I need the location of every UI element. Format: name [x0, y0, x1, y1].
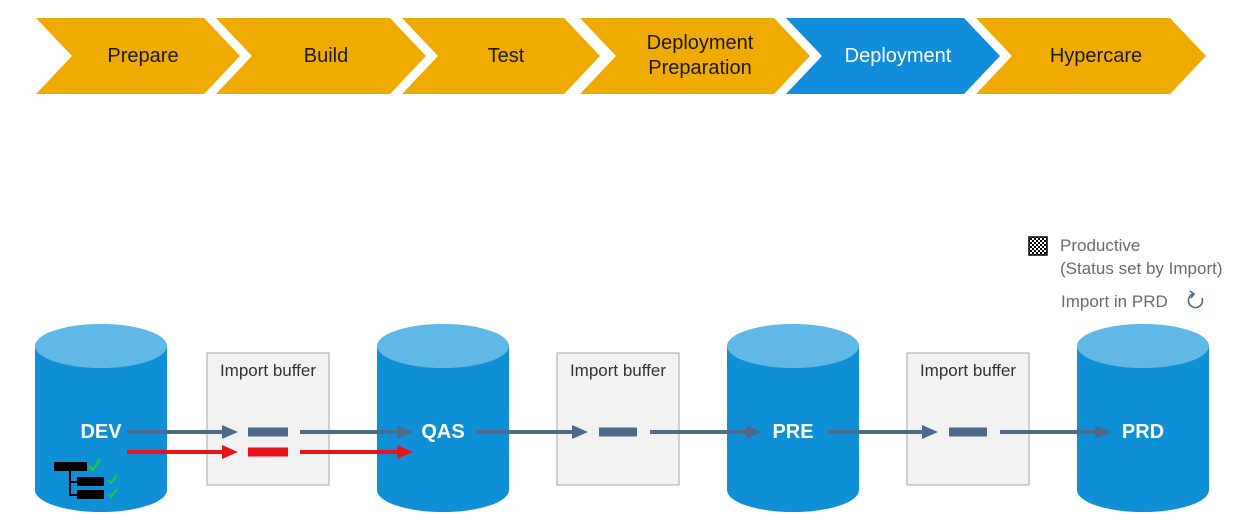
database-body	[377, 346, 509, 512]
refresh-icon	[1187, 290, 1204, 309]
legend-status-line1: Productive	[1060, 236, 1141, 255]
phase-label: Deployment	[844, 44, 952, 67]
import-buffer-box	[206, 352, 330, 486]
phase-chevron	[786, 18, 1000, 94]
database-top	[1077, 324, 1209, 368]
legend-import-label: Import in PRD	[1061, 292, 1168, 311]
import-buffers	[206, 352, 1030, 486]
import-buffer-label: Import buffer	[569, 361, 667, 380]
transport-arrowhead	[572, 425, 588, 439]
transport-arrowhead	[1095, 425, 1111, 439]
phase-chevron	[402, 18, 600, 94]
import-buffer-box	[556, 352, 680, 486]
transport-arrowhead	[222, 445, 238, 459]
phase-chevron	[580, 18, 810, 94]
phase-label: Deployment Preparation	[646, 32, 754, 79]
check-icon	[107, 474, 118, 485]
check-icon	[88, 458, 101, 472]
import-buffer-label: Import buffer	[919, 361, 1017, 380]
database-top	[35, 324, 167, 368]
phase-label: Hypercare	[1049, 44, 1143, 67]
database-top	[377, 324, 509, 368]
transport-request-block	[248, 427, 288, 437]
phase-label: Prepare	[107, 44, 179, 67]
system-label-prd: PRD	[1121, 421, 1165, 443]
transport-request-block	[949, 427, 987, 437]
transport-arrowhead	[746, 425, 762, 439]
transport-arrowhead	[922, 425, 938, 439]
checkered-flag-icon	[1028, 236, 1048, 256]
phase-chevron	[36, 18, 240, 94]
phase-label: Build	[303, 44, 349, 67]
database-body	[1077, 346, 1209, 512]
phase-chevrons	[36, 18, 1206, 94]
phase-chevron	[216, 18, 426, 94]
check-icon	[107, 488, 118, 499]
transport-request-block	[248, 447, 288, 457]
transport-arrowhead	[222, 425, 238, 439]
transport-request-tree-icon	[54, 462, 104, 499]
import-buffer-label: Import buffer	[219, 361, 317, 380]
system-label-dev: DEV	[80, 421, 122, 443]
legend-status-line2: (Status set by Import)	[1060, 259, 1223, 278]
database-top	[727, 324, 859, 368]
phase-chevron	[976, 18, 1206, 94]
database-body	[727, 346, 859, 512]
transport-request-block	[599, 427, 637, 437]
transport-arrowhead	[397, 425, 413, 439]
system-label-qas: QAS	[421, 421, 465, 443]
system-label-pre: PRE	[772, 421, 814, 443]
phase-label: Test	[487, 44, 525, 67]
transport-arrows	[127, 425, 1111, 459]
import-buffer-box	[906, 352, 1030, 486]
transport-arrowhead	[397, 445, 413, 459]
